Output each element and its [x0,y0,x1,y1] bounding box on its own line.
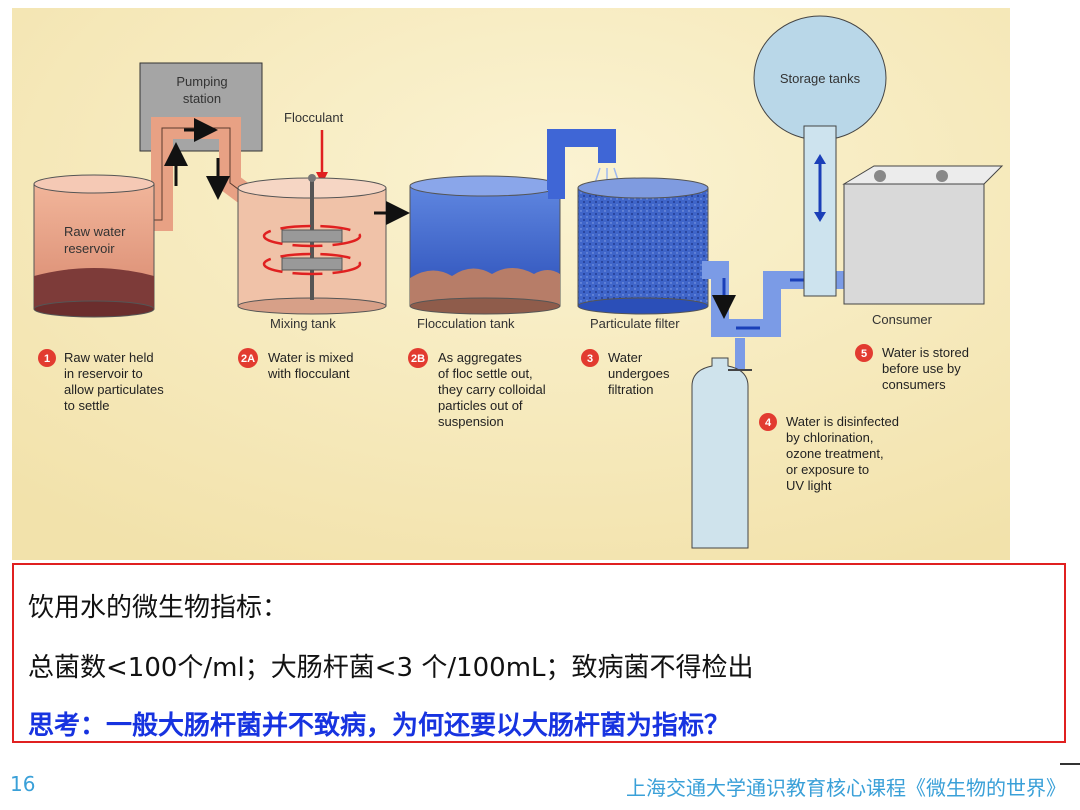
step-2b-line-4: particles out of [438,398,523,413]
pumping-station-label-1: Pumping [176,74,227,89]
step-1-badge [38,349,56,367]
consumer-tap-2 [936,170,948,182]
step-4-line-5: UV light [786,478,832,493]
step-2a-line-1: Water is mixed [268,350,353,365]
mixing-tank-base [237,297,387,315]
raw-water-label-1: Raw water [64,224,126,239]
raw-water-label-2: reservoir [64,241,115,256]
step-4-badge [759,413,777,431]
filter-rim [577,177,709,199]
floc-tank-rim [409,175,561,197]
particulate-filter-label: Particulate filter [590,316,680,331]
step-3-badge-text: 3 [587,353,593,365]
water-treatment-diagram: Pumping station Raw water reservoir Floc… [12,8,1010,560]
discussion-question: 思考：一般大肠杆菌并不致病，为何还要以大肠杆菌为指标？ [28,711,731,741]
consumer-label: Consumer [872,312,933,327]
step-2b: 2B As aggregates of floc settle out, the… [408,348,546,429]
step-1-line-1: Raw water held [64,350,154,365]
step-3: 3 Water undergoes filtration [581,349,670,397]
mixer-paddle-2 [281,257,343,271]
step-3-line-2: undergoes [608,366,670,381]
step-5-line-2: before use by [882,361,961,376]
step-3-line-3: filtration [608,382,654,397]
indicator-heading: 饮用水的微生物指标： [28,593,289,623]
indicator-textbox: 饮用水的微生物指标： 总菌数<100个/ml；大肠杆菌<3 个/100mL；致病… [12,563,1066,743]
flocculant-label: Flocculant [284,110,344,125]
flocculation-tank-label: Flocculation tank [417,316,515,331]
step-4: 4 Water is disinfected by chlorination, … [759,413,899,493]
page-number: 16 [10,772,36,796]
storage-tanks-label: Storage tanks [780,71,861,86]
floc-tank-base [409,297,561,315]
pumping-station-label-2: station [183,91,221,106]
consumer-building [843,183,985,305]
step-5-line-3: consumers [882,377,946,392]
diagram-svg: Pumping station Raw water reservoir Floc… [12,8,1010,560]
reservoir-sediment [34,268,154,309]
particulate-filter [577,187,709,307]
course-title: 上海交通大学通识教育核心课程《微生物的世界》 [626,776,1066,800]
step-2b-badge [408,348,428,368]
step-3-badge [581,349,599,367]
floc-to-filter-pipe [547,129,616,199]
step-4-line-3: ozone treatment, [786,446,884,461]
step-1-line-4: to settle [64,398,110,413]
disinfection-cylinder [691,357,749,549]
step-2a-badge [238,348,258,368]
step-1-line-2: in reservoir to [64,366,143,381]
step-4-line-1: Water is disinfected [786,414,899,429]
step-2b-badge-text: 2B [411,353,425,365]
mixing-rotation-1 [262,224,362,248]
step-2b-line-2: of floc settle out, [438,366,533,381]
step-4-badge-text: 4 [765,417,772,429]
step-3-line-1: Water [608,350,643,365]
mixer-paddle-1 [281,229,343,243]
indicator-values: 总菌数<100个/ml；大肠杆菌<3 个/100mL；致病菌不得检出 [28,653,754,683]
mixer-cap [308,174,316,182]
step-5-badge-text: 5 [861,348,867,360]
footer-divider [1060,763,1080,765]
floc-sediment [410,268,560,306]
step-5: 5 Water is stored before use by consumer… [855,344,969,392]
step-2a-line-2: with flocculant [267,366,350,381]
step-4-line-2: by chlorination, [786,430,873,445]
step-4-line-4: or exposure to [786,462,869,477]
step-5-badge [855,344,873,362]
step-2a: 2A Water is mixed with flocculant [238,348,353,381]
filter-base [577,297,709,315]
reservoir-rim [33,174,155,194]
step-1-badge-text: 1 [44,353,50,365]
mixing-tank-label: Mixing tank [270,316,336,331]
step-2b-line-1: As aggregates [438,350,522,365]
step-2b-line-5: suspension [438,414,504,429]
step-2a-badge-text: 2A [241,353,255,365]
step-2b-line-3: they carry colloidal [438,382,546,397]
step-1: 1 Raw water held in reservoir to allow p… [38,349,164,413]
mixing-rotation-2 [262,252,362,276]
step-1-line-3: allow particulates [64,382,164,397]
reservoir-base [33,300,155,318]
step-5-line-1: Water is stored [882,345,969,360]
consumer-tap-1 [874,170,886,182]
